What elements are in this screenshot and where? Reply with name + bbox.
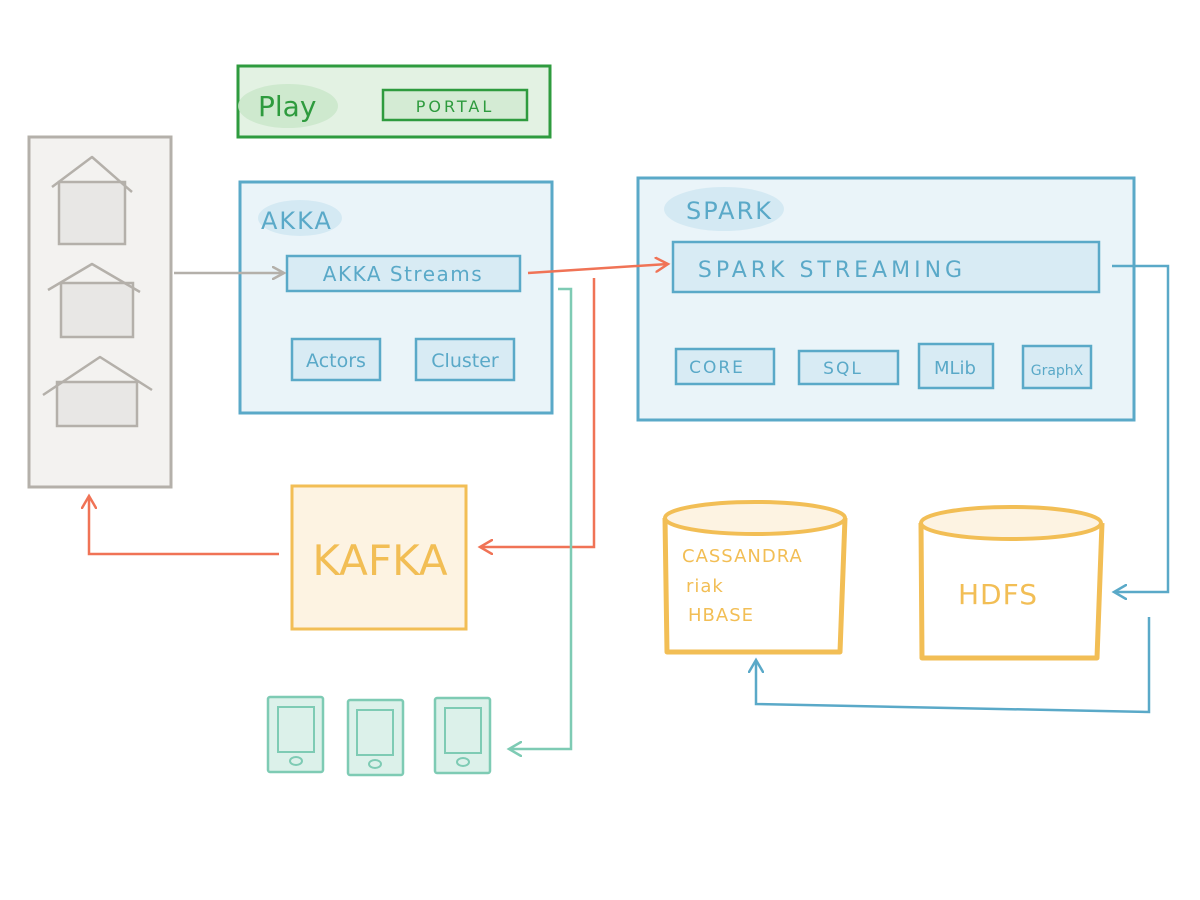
akka-to-kafka-arrow [480, 278, 596, 547]
hdfs-cylinder: HDFS [918, 505, 1105, 661]
portal-label: PORTAL [416, 97, 495, 116]
sql-label: SQL [823, 359, 863, 379]
sql-box [797, 349, 900, 386]
mlib-box [917, 342, 995, 390]
graphx-box [1021, 344, 1093, 390]
hdfs-label: HDFS [958, 578, 1038, 611]
akka-to-spark-arrow [527, 264, 668, 275]
phone-icon [266, 695, 325, 774]
spark-title: SPARK [686, 197, 773, 225]
hbase-label: HBASE [688, 605, 754, 626]
akka-streams-label: AKKA Streams [323, 262, 483, 286]
actors-label: Actors [306, 350, 366, 372]
riak-label: riak [686, 576, 724, 597]
kafka-to-houses-arrow [89, 496, 279, 556]
house-icon [51, 155, 133, 246]
play-box: Play PORTAL [236, 64, 552, 139]
house-icon [47, 262, 141, 339]
akka-box: AKKA AKKA Streams Actors Cluster [238, 180, 554, 415]
spark-box: SPARK SPARK STREAMING CORE SQL MLib Grap… [636, 176, 1136, 422]
phone-icon [433, 696, 492, 775]
mlib-label: MLib [934, 358, 976, 379]
akka-streams-box [285, 254, 522, 293]
kafka-box: KAFKA [290, 484, 468, 631]
core-box [674, 347, 776, 386]
core-label: CORE [689, 358, 745, 378]
cluster-box [414, 337, 516, 382]
cassandra-label: CASSANDRA [682, 546, 803, 567]
portal-box [381, 88, 529, 122]
akka-to-phones-arrow [509, 287, 573, 749]
spark-streaming-box [671, 240, 1101, 294]
akka-title: AKKA [261, 207, 333, 235]
cassandra-cylinder: CASSANDRA riak HBASE [662, 500, 848, 655]
house-icon [42, 355, 153, 428]
cluster-label: Cluster [431, 350, 499, 372]
hdfs-to-cassandra-arrow [756, 617, 1151, 714]
spark-streaming-label: SPARK STREAMING [698, 258, 966, 283]
kafka-label: KAFKA [312, 536, 447, 585]
actors-box [290, 337, 382, 382]
houses-panel [27, 135, 173, 489]
phone-icon [346, 698, 405, 777]
graphx-label: GraphX [1031, 363, 1084, 379]
spark-to-hdfs-arrow [1112, 264, 1170, 592]
play-title: Play [258, 90, 316, 123]
